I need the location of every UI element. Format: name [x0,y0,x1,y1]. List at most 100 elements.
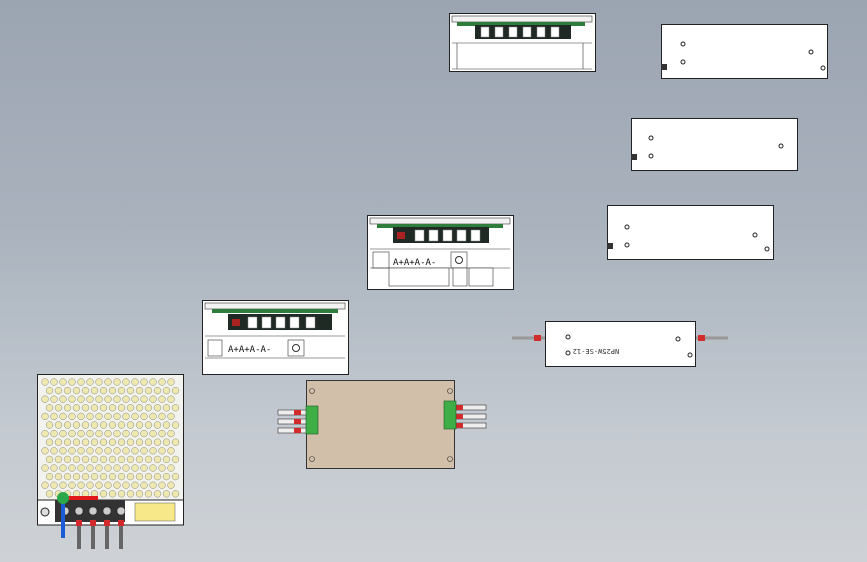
vent-hole [86,395,94,403]
module-label: NP25W-SE-12 [573,347,619,355]
vent-hole [144,490,153,498]
vent-hole [81,404,90,412]
vent-hole [140,429,148,438]
vent-hole [45,404,54,412]
mounting-plate-1[interactable] [661,24,829,80]
vent-hole [131,412,139,421]
vent-hole [162,472,171,481]
vent-hole [113,412,121,421]
vent-hole [68,412,76,421]
vent-hole [158,464,166,472]
vent-hole [135,386,144,395]
pcb-front-view-low[interactable]: A+A+A-A- [202,300,350,376]
vent-hole [54,438,63,446]
pcb-front-view-top[interactable] [449,13,597,73]
vent-hole [81,386,90,395]
vent-hole [104,378,112,386]
vent-hole [72,421,81,429]
vent-hole [77,447,85,455]
vent-hole [63,404,72,412]
vent-hole [108,455,117,464]
vent-hole [167,378,175,386]
vent-hole [59,412,67,421]
vent-hole [68,447,76,455]
vent-hole [167,464,175,472]
vent-hole [108,472,117,481]
vent-hole [41,464,49,472]
vent-hole [122,464,130,472]
vent-hole [153,455,162,464]
vent-hole [72,472,81,481]
vent-hole [122,412,130,421]
vent-hole [167,481,175,489]
vent-hole [86,429,94,438]
vent-hole [90,421,99,429]
vent-hole [104,412,112,421]
vent-hole [153,472,162,481]
vent-hole [113,481,121,489]
vent-hole [171,421,180,429]
vent-hole [90,438,99,446]
mounting-plate-3[interactable] [607,205,775,261]
vent-hole [77,395,85,403]
vent-hole [104,481,112,489]
vent-hole [95,481,103,489]
vent-hole [95,395,103,403]
vent-hole [126,438,135,446]
vent-hole [167,395,175,403]
vent-hole [104,395,112,403]
vent-hole [104,447,112,455]
vent-hole [50,429,58,438]
psu-top-view[interactable] [37,374,185,554]
vent-hole [45,438,54,446]
vent-hole [95,412,103,421]
vent-hole [149,464,157,472]
vent-hole [50,481,58,489]
pcb-front-view-mid[interactable]: A+A+A-A- [367,215,515,291]
vent-hole [81,438,90,446]
emi-filter-module[interactable]: NP25W-SE-12 [512,319,728,369]
vent-hole [162,404,171,412]
vent-hole [41,481,49,489]
vent-hole [45,472,54,481]
vent-hole [41,412,49,421]
vent-hole [153,421,162,429]
vent-hole [68,481,76,489]
vent-hole [54,404,63,412]
vent-hole [122,378,130,386]
vent-hole [158,429,166,438]
mounting-plate-2[interactable] [631,118,799,172]
vent-hole [104,464,112,472]
vent-hole [135,472,144,481]
vent-hole [131,378,139,386]
vent-hole [131,447,139,455]
vent-hole [171,472,180,481]
vent-hole [77,464,85,472]
filter-housing-top-view[interactable] [276,379,488,471]
vent-hole [158,447,166,455]
vent-hole [149,481,157,489]
vent-hole [50,447,58,455]
vent-hole [86,447,94,455]
vent-hole [140,464,148,472]
vent-hole [140,412,148,421]
vent-hole [63,421,72,429]
vent-hole [167,447,175,455]
terminal-marking: A+A+A-A- [393,258,436,268]
vent-hole [54,386,63,395]
vent-hole [135,438,144,446]
vent-hole [108,490,117,498]
vent-hole [77,481,85,489]
vent-hole [95,378,103,386]
vent-hole [153,404,162,412]
vent-hole [113,447,121,455]
vent-hole [41,447,49,455]
xyz-axis-triad-icon [57,492,98,538]
connector-right [443,400,457,430]
vent-hole [135,421,144,429]
vent-hole [149,412,157,421]
vent-hole [45,490,54,498]
vent-hole [113,429,121,438]
vent-hole [158,412,166,421]
